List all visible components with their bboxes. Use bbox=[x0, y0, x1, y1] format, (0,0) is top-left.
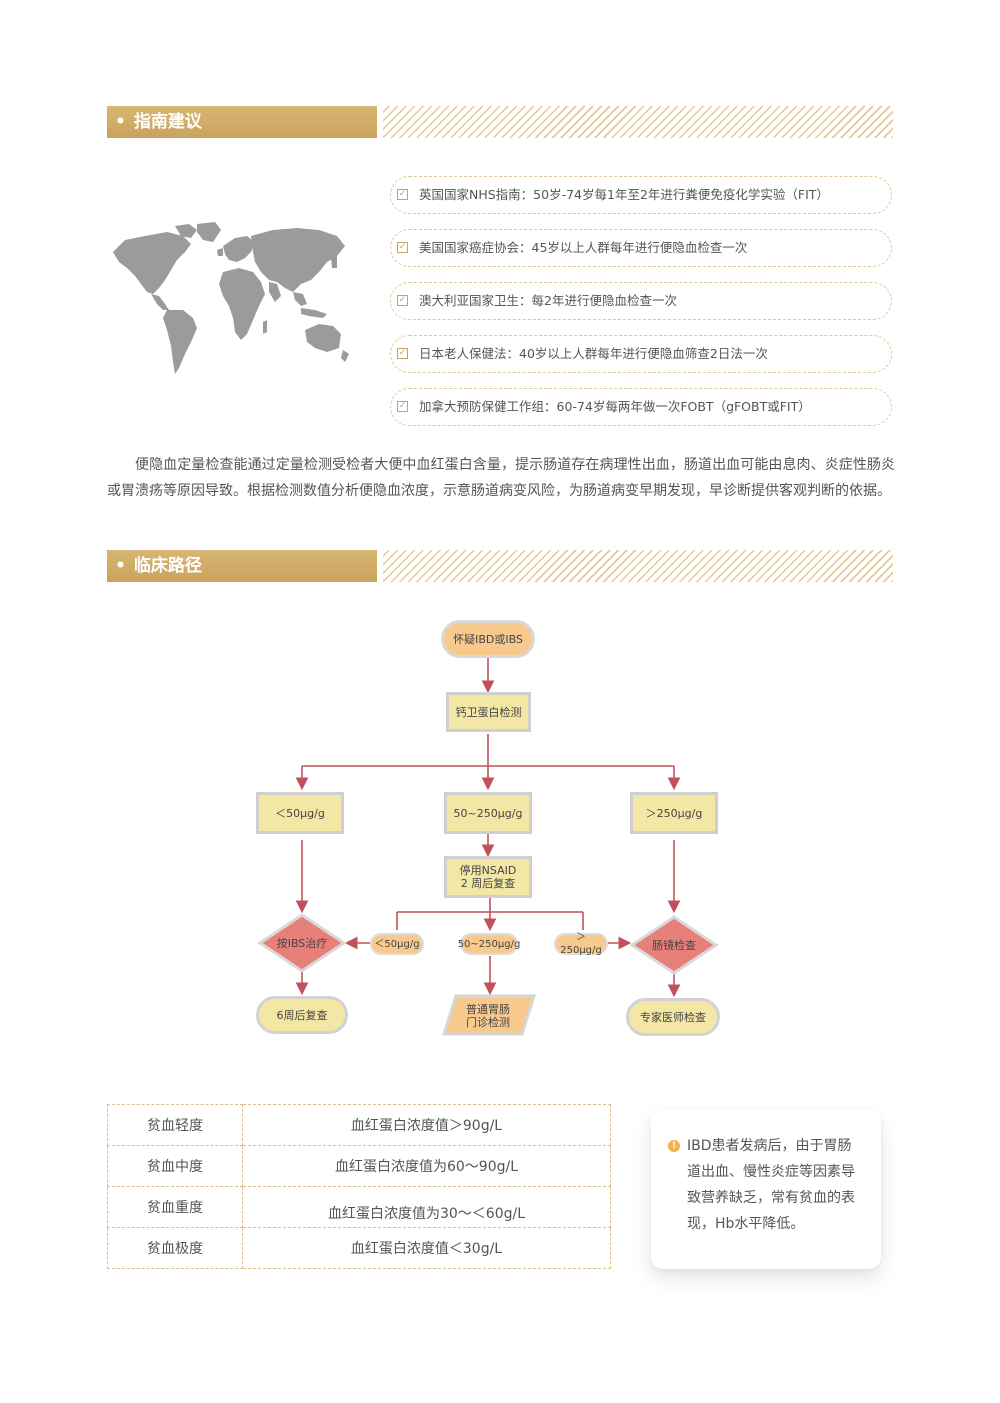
node-line: 停用NSAID bbox=[459, 864, 517, 877]
ibd-note-card: ! IBD患者发病后，由于胃肠道出血、慢性炎症等因素导致营养缺乏，常有贫血的表现… bbox=[651, 1109, 881, 1269]
section-title: 指南建议 bbox=[133, 112, 202, 132]
node-mid-result: 50~250μg/g bbox=[444, 792, 532, 834]
guideline-item: ✓ 英国国家NHS指南：50岁-74岁每1年至2年进行粪便免疫化学实验（FIT） bbox=[390, 176, 892, 214]
node-sub-mid: 50~250μg/g bbox=[458, 933, 520, 955]
note-text: IBD患者发病后，由于胃肠道出血、慢性炎症等因素导致营养缺乏，常有贫血的表现，H… bbox=[687, 1138, 855, 1232]
anemia-severity-table: 贫血轻度 血红蛋白浓度值＞90g/L 贫血中度 血红蛋白浓度值为60～90g/L… bbox=[107, 1104, 611, 1269]
node-low-result: ＜50μg/g bbox=[256, 792, 344, 834]
checkbox-icon: ✓ bbox=[397, 348, 408, 359]
decision-diamond-colonoscopy bbox=[629, 915, 719, 975]
section-title-bar: • 临床路径 bbox=[107, 550, 377, 582]
node-stop-nsaid: 停用NSAID 2 周后复查 bbox=[444, 856, 532, 898]
node-line: 门诊检测 bbox=[466, 1016, 510, 1029]
severity-cell: 贫血极度 bbox=[107, 1227, 243, 1269]
guideline-text: 美国国家癌症协会：45岁以上人群每年进行便隐血检查一次 bbox=[419, 240, 748, 255]
guidelines-list: ✓英国国家NHS指南：50岁-74岁每1年至2年进行粪便免疫化学实验（FIT） … bbox=[390, 176, 892, 441]
checkbox-icon: ✓ bbox=[397, 295, 408, 306]
hatch-decoration bbox=[383, 106, 893, 138]
section-header-guidelines: • 指南建议 bbox=[107, 106, 893, 138]
table-row: 贫血中度 血红蛋白浓度值为60～90g/L bbox=[107, 1145, 611, 1187]
table-row: 贫血重度 血红蛋白浓度值为30～＜60g/L bbox=[107, 1186, 611, 1228]
guideline-text: 加拿大预防保健工作组：60-74岁每两年做一次FOBT（gFOBT或FIT） bbox=[419, 399, 811, 414]
node-gi-clinic: 普通胃肠 门诊检测 bbox=[450, 1000, 526, 1032]
severity-cell: 贫血轻度 bbox=[107, 1104, 243, 1146]
node-specialist-exam: 专家医师检查 bbox=[626, 998, 720, 1036]
node-line: 普通胃肠 bbox=[466, 1003, 510, 1016]
guideline-item: ✓ 日本老人保健法：40岁以上人群每年进行便隐血筛查2日法一次 bbox=[390, 335, 892, 373]
hemoglobin-cell: 血红蛋白浓度值为30～＜60g/L bbox=[242, 1186, 611, 1228]
hemoglobin-cell: 血红蛋白浓度值为60～90g/L bbox=[242, 1145, 611, 1187]
checkbox-icon: ✓ bbox=[397, 401, 408, 412]
io-parallelogram bbox=[441, 994, 537, 1036]
node-colonoscopy: 肠镜检查 bbox=[652, 939, 696, 952]
severity-cell: 贫血重度 bbox=[107, 1186, 243, 1228]
node-sub-low: ＜50μg/g bbox=[370, 933, 424, 955]
body-paragraph: 便隐血定量检查能通过定量检测受检者大便中血红蛋白含量，提示肠道存在病理性出血，肠… bbox=[107, 457, 895, 499]
guideline-text: 澳大利亚国家卫生：每2年进行便隐血检查一次 bbox=[419, 293, 677, 308]
guideline-item: ✓ 美国国家癌症协会：45岁以上人群每年进行便隐血检查一次 bbox=[390, 229, 892, 267]
node-recheck-6-weeks: 6周后复查 bbox=[256, 996, 348, 1034]
section-header-pathway: • 临床路径 bbox=[107, 550, 893, 582]
bullet-dot: • bbox=[115, 112, 126, 132]
clinical-pathway-flowchart: 怀疑IBD或IBS 钙卫蛋白检测 ＜50μg/g 50~250μg/g ＞250… bbox=[250, 612, 750, 1042]
bullet-dot: • bbox=[115, 556, 126, 576]
guideline-text: 英国国家NHS指南：50岁-74岁每1年至2年进行粪便免疫化学实验（FIT） bbox=[419, 187, 829, 202]
checkbox-icon: ✓ bbox=[397, 242, 408, 253]
flowchart-connectors bbox=[257, 658, 719, 1036]
node-calprotectin-test: 钙卫蛋白检测 bbox=[446, 692, 531, 732]
node-sub-high: ＞250μg/g bbox=[554, 932, 608, 956]
guideline-item: ✓ 澳大利亚国家卫生：每2年进行便隐血检查一次 bbox=[390, 282, 892, 320]
severity-cell: 贫血中度 bbox=[107, 1145, 243, 1187]
node-suspect-ibd-ibs: 怀疑IBD或IBS bbox=[441, 620, 535, 658]
guideline-item: ✓ 加拿大预防保健工作组：60-74岁每两年做一次FOBT（gFOBT或FIT） bbox=[390, 388, 892, 426]
node-ibs-treatment: 按IBS治疗 bbox=[276, 937, 328, 950]
decision-diamond-ibs bbox=[257, 913, 347, 973]
table-row: 贫血轻度 血红蛋白浓度值＞90g/L bbox=[107, 1104, 611, 1146]
world-map-image bbox=[113, 222, 349, 374]
section-title: 临床路径 bbox=[133, 556, 202, 576]
node-line: 2 周后复查 bbox=[460, 877, 516, 890]
table-row: 贫血极度 血红蛋白浓度值＜30g/L bbox=[107, 1227, 611, 1269]
node-high-result: ＞250μg/g bbox=[630, 792, 718, 834]
section-title-bar: • 指南建议 bbox=[107, 106, 377, 138]
guideline-text: 日本老人保健法：40岁以上人群每年进行便隐血筛查2日法一次 bbox=[419, 346, 768, 361]
hemoglobin-cell: 血红蛋白浓度值＞90g/L bbox=[242, 1104, 611, 1146]
info-icon: ! bbox=[668, 1140, 680, 1152]
hemoglobin-cell: 血红蛋白浓度值＜30g/L bbox=[242, 1227, 611, 1269]
checkbox-icon: ✓ bbox=[397, 189, 408, 200]
hatch-decoration bbox=[383, 550, 893, 582]
